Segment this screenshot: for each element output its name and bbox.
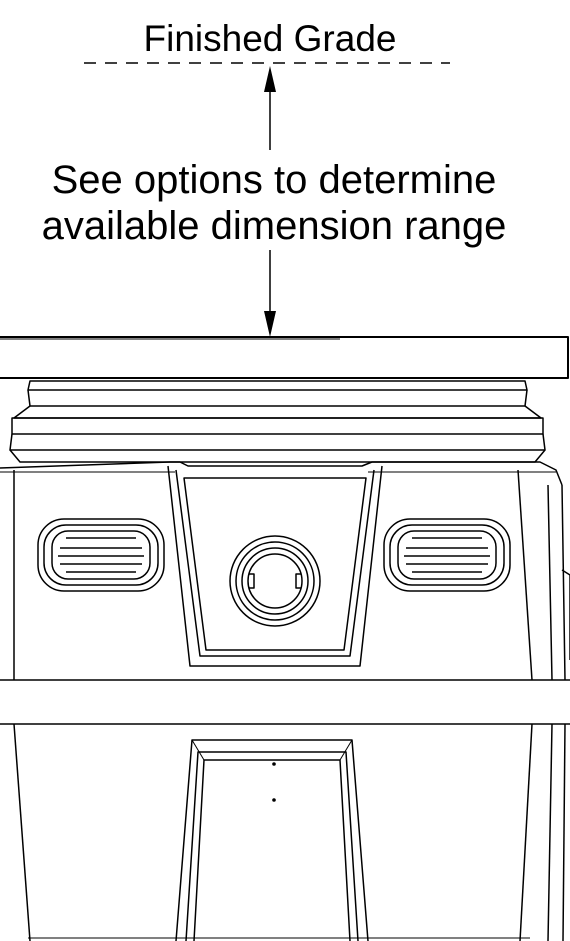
- reference-dot: [272, 762, 276, 766]
- riser-cover: [0, 336, 569, 379]
- reference-dot: [272, 798, 276, 802]
- right-grip: [383, 518, 511, 592]
- dimension-note-line2: available dimension range: [41, 204, 507, 248]
- center-panel-lower: [175, 739, 369, 941]
- left-grip: [37, 518, 165, 592]
- dimension-note-line1: See options to determine: [51, 158, 497, 202]
- tank-shoulder: [0, 461, 563, 486]
- dimension-arrow: [264, 66, 276, 337]
- center-panel-upper: [167, 465, 383, 667]
- arrowhead-up: [264, 66, 276, 92]
- port-fitting: [229, 535, 321, 627]
- finished-grade-label: Finished Grade: [143, 18, 397, 59]
- riser-rings: [9, 380, 546, 463]
- arrowhead-down: [264, 311, 276, 337]
- tank-body: [0, 469, 570, 941]
